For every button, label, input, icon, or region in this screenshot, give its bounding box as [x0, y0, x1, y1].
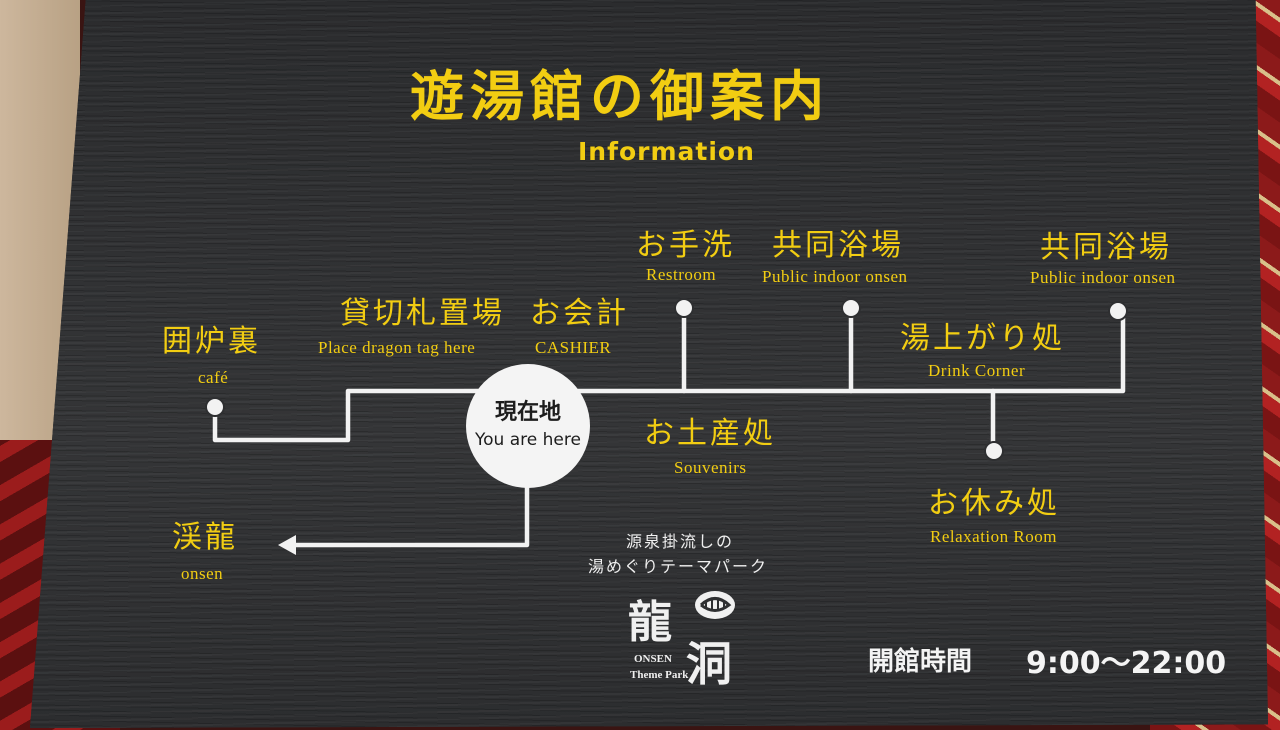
node-restroom — [674, 298, 694, 318]
brand-tagline-1: 源泉掛流しの — [626, 532, 735, 551]
label-onsen2-en: Public indoor onsen — [1030, 268, 1176, 287]
you-are-here-en: You are here — [475, 430, 581, 450]
label-relaxation-en: Relaxation Room — [930, 527, 1057, 546]
you-are-here-jp: 現在地 — [494, 400, 561, 425]
logo-kanji-bottom: 洞 — [686, 637, 732, 691]
label-keiryu-en: onsen — [181, 564, 224, 583]
hours-value: 9:00〜22:00 — [1026, 646, 1227, 681]
label-kashikiri-jp: 貸切札置場 — [340, 296, 505, 331]
logo-kanji-top: 龍 — [628, 597, 672, 648]
label-irori-jp: 囲炉裏 — [162, 324, 261, 359]
node-onsen-2 — [1108, 301, 1128, 321]
label-onsen2-jp: 共同浴場 — [1040, 230, 1172, 265]
node-relaxation — [984, 441, 1004, 461]
you-are-here-marker: 現在地 You are here — [466, 364, 590, 488]
label-onsen1-en: Public indoor onsen — [762, 267, 908, 286]
label-onsen1-jp: 共同浴場 — [772, 228, 904, 263]
label-drink-en: Drink Corner — [928, 361, 1026, 380]
logo-en-2: Theme Park — [630, 669, 689, 681]
label-souvenirs-jp: お土産処 — [644, 416, 776, 451]
sign-subtitle: Information — [578, 137, 755, 166]
node-onsen-1 — [841, 298, 861, 318]
node-irori — [205, 397, 225, 417]
label-irori-en: café — [198, 368, 229, 387]
logo-en-1: ONSEN — [634, 653, 672, 665]
label-keiryu-jp: 渓龍 — [172, 520, 238, 555]
brand-tagline-2: 湯めぐりテーマパーク — [588, 557, 769, 576]
route-main-line — [212, 309, 1126, 443]
label-cashier-jp: お会計 — [530, 296, 629, 331]
label-restroom-en: Restroom — [646, 265, 717, 284]
arrow-left-icon — [278, 535, 296, 555]
label-drink-jp: 湯上がり処 — [900, 321, 1065, 356]
hours-label: 開館時間 — [868, 647, 973, 677]
label-souvenirs-en: Souvenirs — [674, 458, 747, 477]
label-restroom-jp: お手洗 — [636, 228, 735, 263]
dragon-logo-icon — [695, 591, 735, 619]
sign-title: 遊湯館の御案内 — [410, 65, 830, 128]
label-kashikiri-en: Place dragon tag here — [318, 338, 476, 357]
label-relaxation-jp: お休み処 — [928, 486, 1060, 521]
route-keiryu-line — [289, 467, 530, 548]
information-board — [30, 0, 1268, 728]
label-cashier-en: CASHIER — [535, 338, 612, 357]
